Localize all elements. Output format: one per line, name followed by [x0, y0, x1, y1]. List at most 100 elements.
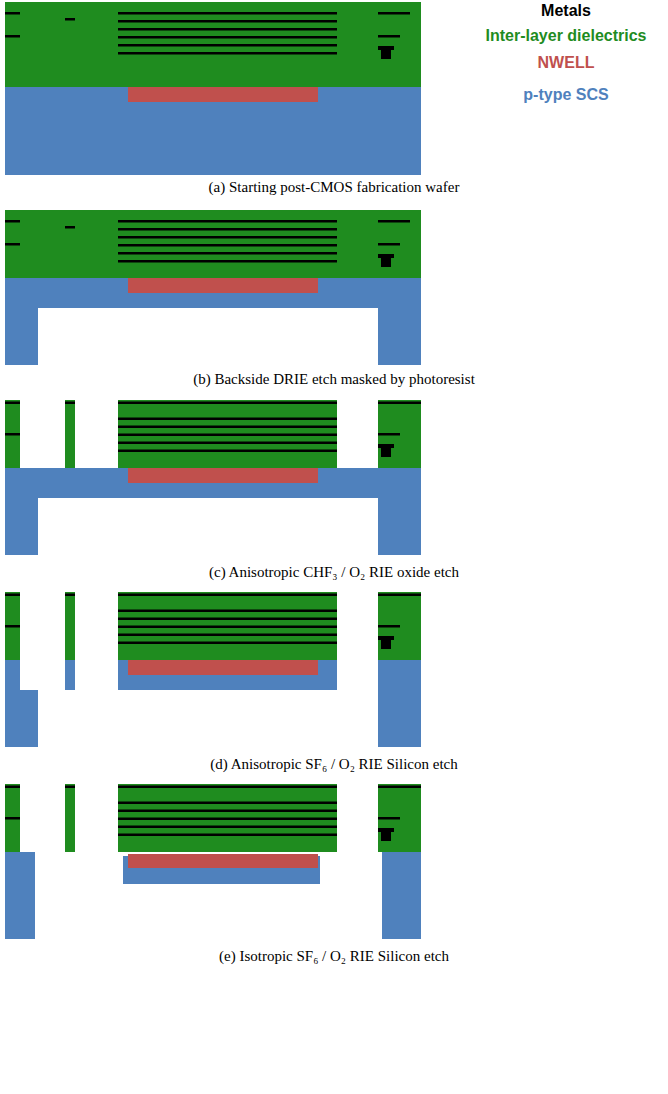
metal-line	[65, 226, 75, 229]
metal-line	[118, 826, 337, 829]
metal-line	[5, 243, 20, 246]
metal-line	[118, 260, 337, 263]
metal-line	[118, 12, 337, 15]
cross-section	[5, 400, 421, 555]
silicon-substrate	[378, 498, 421, 555]
metal-line	[118, 642, 337, 645]
silicon-substrate	[5, 308, 38, 365]
metal-line	[118, 626, 337, 629]
metal-line	[118, 610, 337, 613]
metal-line	[378, 12, 410, 15]
silicon-substrate	[5, 690, 38, 747]
metal-line	[118, 802, 337, 805]
metal-line	[118, 220, 337, 223]
metal-line	[118, 52, 337, 55]
silicon-substrate	[5, 660, 20, 690]
silicon-substrate	[382, 852, 421, 939]
figure-caption: (b) Backside DRIE etch masked by photore…	[193, 371, 475, 388]
cross-section	[5, 784, 421, 939]
metal-line	[118, 834, 337, 837]
metal-line	[118, 442, 337, 445]
legend-entry: Inter-layer dielectrics	[486, 27, 647, 45]
figure-caption: (d) Anisotropic SF₆ / O₂ RIE Silicon etc…	[210, 756, 458, 773]
metal-line	[378, 433, 400, 436]
metal-via	[381, 828, 391, 841]
metal-line	[5, 433, 20, 436]
silicon-membrane	[118, 660, 337, 690]
metal-line	[65, 18, 75, 21]
dielectric-layer	[65, 400, 75, 468]
metal-line	[118, 618, 337, 621]
nwell-region	[128, 854, 318, 868]
silicon-substrate	[378, 660, 421, 747]
dielectric-layer	[5, 784, 20, 852]
figure-caption: (c) Anisotropic CHF₃ / O₂ RIE oxide etch	[209, 564, 459, 581]
silicon-substrate	[378, 308, 421, 365]
metal-line	[5, 625, 20, 628]
silicon-substrate	[65, 660, 75, 690]
dielectric-layer	[65, 784, 75, 852]
metal-line	[118, 228, 337, 231]
nwell-region	[128, 278, 318, 293]
legend-entry: NWELL	[538, 54, 595, 72]
metal-line	[118, 244, 337, 247]
figure-caption: (a) Starting post-CMOS fabrication wafer	[209, 179, 460, 196]
metal-line	[118, 426, 337, 429]
legend-entry: Metals	[541, 2, 591, 20]
silicon-substrate	[5, 87, 421, 175]
metal-line	[378, 243, 400, 246]
metal-line	[118, 810, 337, 813]
dielectric-layer	[118, 784, 337, 852]
metal-line	[5, 35, 20, 38]
metal-line	[118, 818, 337, 821]
dielectric-layer	[118, 592, 337, 660]
metal-line	[5, 402, 20, 405]
metal-line	[378, 402, 421, 405]
metal-line	[118, 634, 337, 637]
nwell-region	[128, 660, 318, 675]
metal-line	[118, 20, 337, 23]
metal-line	[65, 786, 75, 789]
metal-line	[118, 434, 337, 437]
metal-line	[5, 12, 20, 15]
cross-section	[5, 2, 421, 175]
silicon-substrate	[5, 852, 35, 939]
metal-line	[118, 594, 337, 597]
metal-via	[381, 636, 391, 649]
metal-via	[381, 444, 391, 457]
silicon-substrate	[5, 498, 38, 555]
metal-line	[5, 817, 20, 820]
nwell-region	[128, 468, 318, 483]
dielectric-layer	[65, 592, 75, 660]
metal-line	[378, 594, 421, 597]
dielectric-layer	[378, 592, 421, 660]
metal-via	[381, 46, 391, 59]
metal-line	[378, 625, 400, 628]
dielectric-layer	[5, 400, 20, 468]
silicon-substrate	[5, 278, 421, 308]
cross-section	[5, 210, 421, 365]
dielectric-layer	[5, 210, 421, 278]
metal-via	[381, 254, 391, 267]
metal-line	[118, 36, 337, 39]
dielectric-layer	[118, 400, 337, 468]
nwell-region	[128, 87, 318, 102]
dielectric-layer	[378, 784, 421, 852]
metal-line	[118, 450, 337, 453]
dielectric-layer	[5, 2, 421, 87]
dielectric-layer	[378, 400, 421, 468]
metal-line	[5, 786, 20, 789]
figure-caption: (e) Isotropic SF₆ / O₂ RIE Silicon etch	[219, 948, 449, 965]
metal-line	[378, 786, 421, 789]
metal-line	[5, 220, 20, 223]
metal-line	[378, 220, 410, 223]
metal-line	[118, 28, 337, 31]
silicon-substrate	[5, 468, 421, 498]
metal-line	[118, 236, 337, 239]
metal-line	[378, 35, 400, 38]
metal-line	[5, 594, 20, 597]
legend-entry: p-type SCS	[523, 86, 608, 104]
metal-line	[65, 402, 75, 405]
cross-section	[5, 592, 421, 747]
